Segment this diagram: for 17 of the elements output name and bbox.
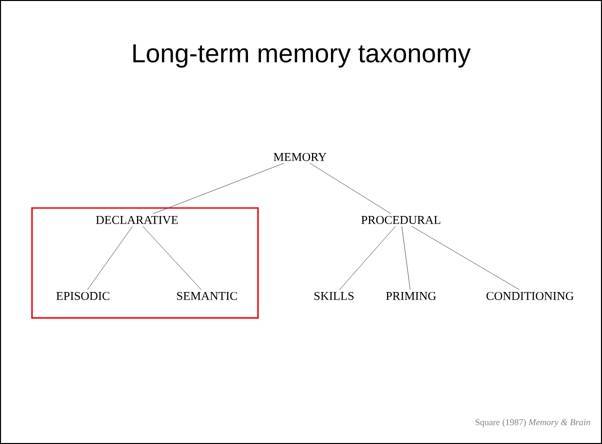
tree-line xyxy=(142,226,202,290)
tree-line xyxy=(87,226,133,290)
tree-line xyxy=(411,226,520,290)
category-label: PRIMING xyxy=(386,292,436,300)
tree-line xyxy=(402,226,410,290)
citation: Square (1987) Memory & Brain xyxy=(476,418,590,428)
category-label: SEMANTIC xyxy=(177,292,237,300)
category-label: MEMORY xyxy=(274,152,326,162)
tree-line xyxy=(152,162,284,214)
category-label: EPISODIC xyxy=(56,292,110,300)
category-label: PROCEDURAL xyxy=(361,216,440,224)
category-label: CONDITIONING xyxy=(486,292,574,300)
category-label: SKILLS xyxy=(314,292,354,300)
category-label: DECLARATIVE xyxy=(96,216,178,224)
tree-line xyxy=(310,162,392,214)
title: Long-term memory taxonomy xyxy=(133,44,471,68)
tree-line xyxy=(339,226,396,290)
